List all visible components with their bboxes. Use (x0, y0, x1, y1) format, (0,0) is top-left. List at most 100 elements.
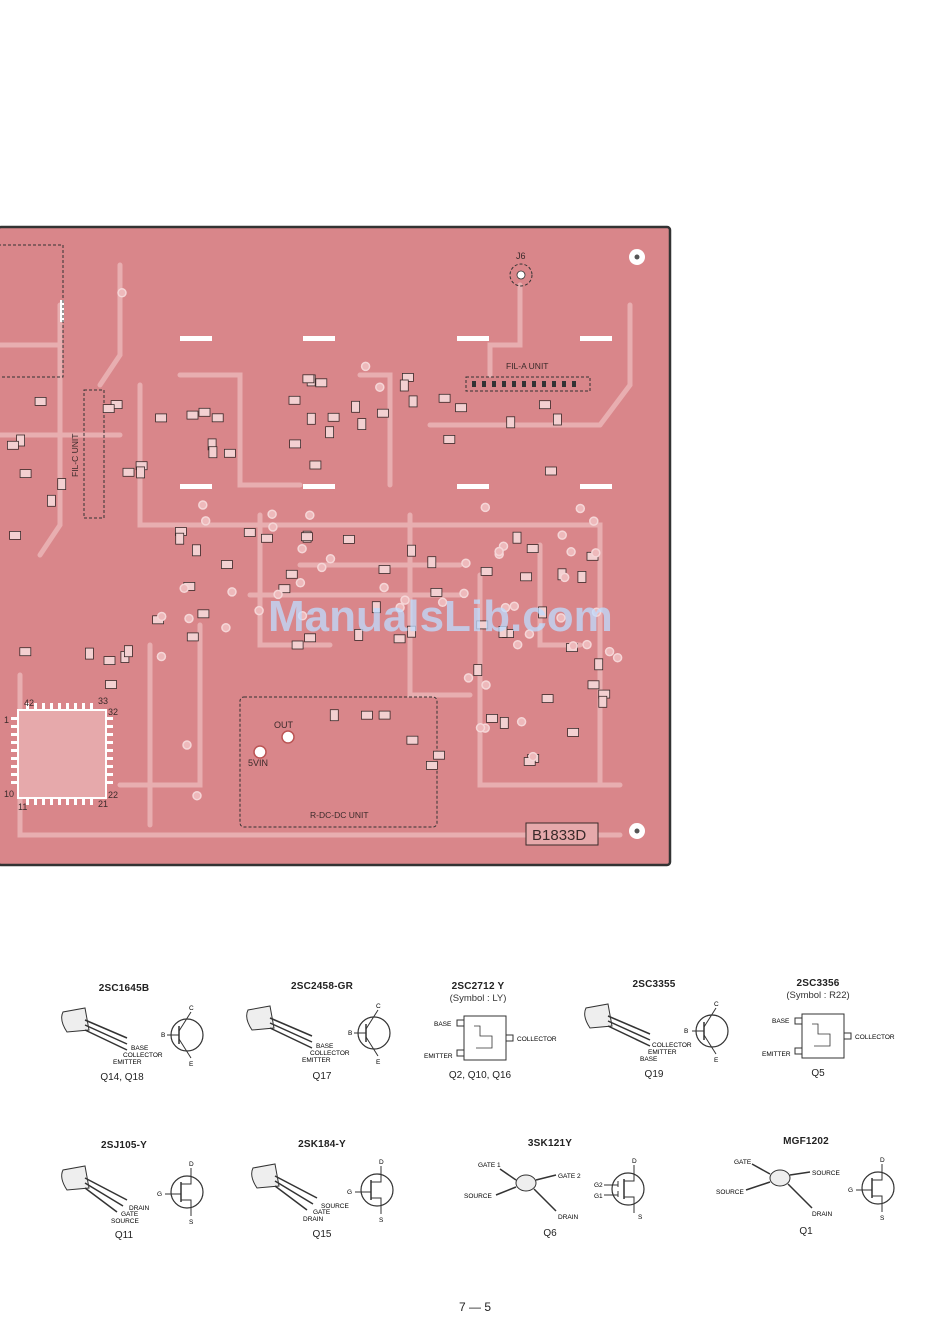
part-2sj105y-drawing: DRAIN GATE SOURCE D G S (61, 1161, 204, 1226)
smd-component (433, 750, 445, 760)
through-hole-pad (589, 516, 599, 526)
through-hole-pad (375, 382, 385, 392)
through-hole-pad (182, 740, 192, 750)
ic-pin-11: 11 (18, 802, 27, 812)
svg-text:GATE: GATE (734, 1159, 752, 1166)
svg-text:GATE 2: GATE 2 (558, 1173, 581, 1180)
smd-component (594, 658, 604, 671)
through-hole-pad (582, 639, 592, 650)
part-name: 2SC3355 (632, 979, 676, 990)
smd-component (309, 460, 322, 470)
smd-component (278, 584, 291, 594)
smd-component (315, 378, 328, 388)
svg-text:EMITTER: EMITTER (302, 1057, 331, 1064)
mosfet-package-icon (515, 1174, 537, 1192)
pcb-board: J6 FIL-A UNIT FIL-C UNIT R-DC-DC UNIT OU… (0, 225, 672, 867)
smd-component (291, 640, 304, 650)
left-unit-outline (0, 244, 64, 378)
through-hole-pad (198, 500, 208, 510)
part-2sj105y: 2SJ105-Y (64, 1140, 184, 1151)
svg-text:BASE: BASE (434, 1021, 452, 1028)
smd-component (300, 532, 313, 542)
through-hole-pad (528, 751, 538, 762)
smd-component (47, 494, 56, 507)
smd-component (498, 625, 508, 638)
svg-text:B: B (684, 1028, 688, 1035)
watermark: ManualsLib.com (268, 592, 613, 641)
svg-text:SOURCE: SOURCE (716, 1189, 744, 1196)
through-hole-pad (566, 547, 576, 557)
smd-component (520, 572, 532, 582)
svg-text:C: C (714, 1001, 719, 1008)
svg-text:G: G (157, 1191, 162, 1198)
through-hole-pad (305, 510, 315, 520)
smd-component (486, 713, 498, 723)
svg-text:EMITTER: EMITTER (424, 1053, 453, 1060)
through-hole-pad (297, 611, 308, 621)
part-mgf1202-drawing: GATE SOURCE SOURCE DRAIN D G S (716, 1157, 895, 1222)
svg-text:D: D (632, 1158, 637, 1165)
sot23-package-icon (463, 1015, 507, 1061)
smd-component (175, 532, 185, 545)
part-2sc1645b-drawing: BASE COLLECTOR EMITTER C B E (61, 1005, 204, 1068)
through-hole-pad (395, 602, 405, 613)
smd-component (541, 694, 554, 704)
part-2sc2458gr-drawing: BASE COLLECTOR EMITTER C B E (246, 1003, 391, 1066)
through-hole-pad (509, 601, 520, 611)
svg-text:COLLECTOR: COLLECTOR (652, 1042, 692, 1049)
part-name: 2SK184-Y (298, 1139, 346, 1150)
part-2sc3356-refs: Q5 (811, 1068, 825, 1079)
through-hole-pads (117, 288, 623, 801)
smd-component (407, 544, 416, 557)
through-hole-pad (568, 641, 578, 651)
svg-text:BASE: BASE (316, 1043, 334, 1050)
smd-component (197, 609, 210, 619)
through-hole-pad (297, 543, 307, 554)
part-2sc2458gr: 2SC2458-GR (262, 981, 382, 992)
svg-text:B: B (348, 1030, 352, 1037)
through-hole-pad (179, 583, 189, 594)
smd-component (7, 440, 19, 450)
through-hole-pad (524, 629, 535, 639)
smd-component (577, 570, 587, 583)
smd-component (211, 413, 224, 423)
through-hole-pad (360, 361, 371, 372)
smd-component (598, 695, 608, 708)
smd-component (587, 680, 600, 690)
ic-pin-10: 10 (4, 789, 14, 799)
smd-component (455, 403, 467, 413)
svg-text:C: C (189, 1005, 194, 1012)
ic-pin-22: 22 (108, 790, 118, 800)
fil-a-label: FIL-A UNIT (506, 361, 549, 371)
part-name: MGF1202 (783, 1136, 829, 1147)
svg-text:BASE: BASE (131, 1045, 149, 1052)
through-hole-pad (512, 639, 523, 650)
through-hole-pad (317, 562, 327, 573)
through-hole-pad (557, 530, 567, 540)
smd-component (122, 467, 135, 477)
ic-pin-1: 1 (4, 715, 9, 725)
part-name: 2SC3356 (796, 978, 840, 989)
smd-component (289, 439, 302, 449)
part-2sc2712y-refs: Q2, Q10, Q16 (448, 1070, 512, 1081)
mounting-holes (629, 249, 645, 839)
smd-component (85, 647, 94, 660)
through-hole-pad (500, 602, 511, 613)
smd-component (512, 531, 522, 544)
svg-text:E: E (189, 1061, 194, 1068)
smd-component (438, 393, 451, 403)
to92-package-icon (584, 1003, 613, 1029)
svg-text:SOURCE: SOURCE (464, 1193, 492, 1200)
part-2sj105y-refs: Q11 (114, 1230, 134, 1241)
svg-text:DRAIN: DRAIN (303, 1216, 324, 1223)
ic-pin-33: 33 (98, 696, 108, 706)
smd-component (371, 601, 381, 614)
through-hole-pad (461, 558, 471, 568)
smd-component (19, 647, 32, 657)
svg-text:S: S (880, 1215, 885, 1222)
smd-component (103, 656, 116, 666)
through-hole-pad (480, 502, 491, 513)
through-hole-pad (437, 597, 448, 608)
svg-text:B: B (161, 1032, 165, 1039)
to92-package-icon (61, 1165, 90, 1191)
